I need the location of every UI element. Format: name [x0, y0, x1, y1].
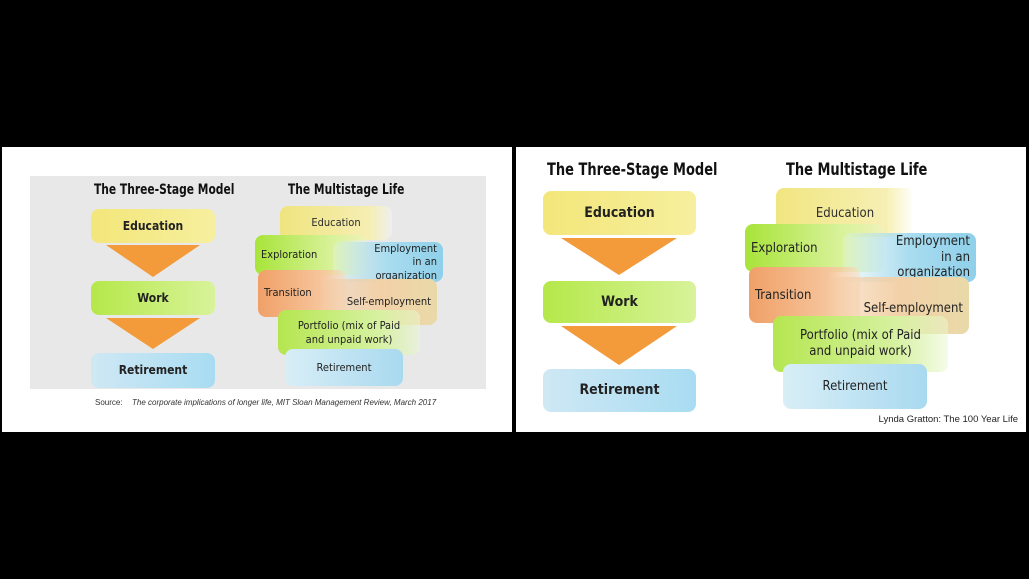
multistage-portfolio: Portfolio (mix of Paid and unpaid work) [773, 316, 948, 372]
source-label: Source: [95, 398, 123, 407]
down-arrow [106, 245, 200, 277]
stage-retirement: Retirement [543, 369, 696, 412]
left-slide: The Three-Stage Model The Multistage Lif… [2, 147, 512, 432]
multistage-retirement: Retirement [783, 364, 927, 409]
stage-education: Education [91, 209, 215, 243]
down-arrow [561, 326, 677, 365]
multistage-employment: Employment in an organization [843, 233, 976, 282]
stage-education: Education [543, 191, 696, 235]
right-slide: The Three-Stage Model The Multistage Lif… [516, 147, 1026, 432]
three-stage-title: The Three-Stage Model [547, 160, 718, 180]
multistage-education: Education [280, 206, 392, 240]
credit-text: Lynda Gratton: The 100 Year Life [878, 414, 1018, 425]
stage-work: Work [91, 281, 215, 315]
multistage-employment: Employment in an organization [333, 242, 443, 282]
down-arrow [106, 318, 200, 349]
multistage-title: The Multistage Life [786, 160, 928, 180]
multistage-title: The Multistage Life [288, 182, 405, 198]
multistage-portfolio: Portfolio (mix of Paid and unpaid work) [278, 310, 420, 355]
stage-retirement: Retirement [91, 353, 215, 388]
stage-work: Work [543, 281, 696, 323]
multistage-retirement: Retirement [285, 349, 403, 386]
three-stage-title: The Three-Stage Model [94, 182, 235, 198]
source-citation: The corporate implications of longer lif… [132, 398, 437, 407]
down-arrow [561, 238, 677, 275]
